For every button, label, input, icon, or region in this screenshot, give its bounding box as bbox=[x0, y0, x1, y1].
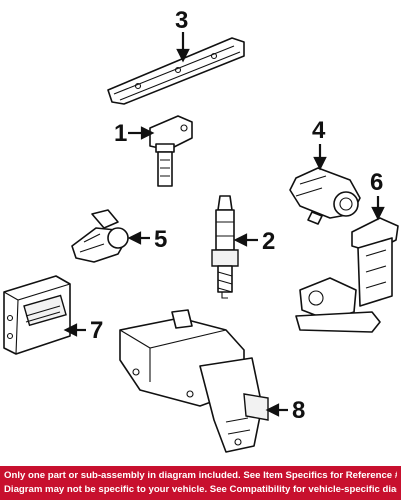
part-8-bracket bbox=[119, 309, 269, 453]
disclaimer-line-1: Only one part or sub-assembly in diagram… bbox=[4, 470, 397, 481]
callout-2: 2 bbox=[233, 228, 275, 255]
callout-3: 3 bbox=[175, 7, 190, 63]
callout-6: 6 bbox=[370, 169, 385, 221]
part-2-spark-plug bbox=[211, 195, 239, 299]
svg-text:7: 7 bbox=[90, 317, 103, 344]
disclaimer-banner: Only one part or sub-assembly in diagram… bbox=[0, 466, 401, 500]
svg-text:4: 4 bbox=[312, 117, 326, 144]
callout-4: 4 bbox=[312, 117, 327, 171]
svg-text:2: 2 bbox=[262, 228, 275, 255]
callout-5: 5 bbox=[127, 226, 167, 253]
part-1-ignition-coil bbox=[149, 115, 193, 187]
svg-text:6: 6 bbox=[370, 169, 383, 196]
part-5-sensor bbox=[71, 209, 129, 263]
disclaimer-line-2: Diagram may not be specific to your vehi… bbox=[4, 484, 397, 495]
svg-text:3: 3 bbox=[175, 7, 188, 34]
part-3-coil-cover bbox=[107, 37, 245, 105]
parts-diagram: 3 1 4 6 bbox=[3, 7, 399, 453]
callout-1: 1 bbox=[114, 120, 155, 147]
callout-7: 7 bbox=[63, 317, 103, 344]
part-6-valve-assembly bbox=[295, 217, 399, 333]
svg-text:8: 8 bbox=[292, 397, 305, 424]
part-4-sensor bbox=[289, 167, 361, 225]
svg-text:1: 1 bbox=[114, 120, 127, 147]
callout-8: 8 bbox=[265, 397, 305, 424]
part-7-control-module bbox=[3, 275, 71, 355]
svg-text:5: 5 bbox=[154, 226, 167, 253]
